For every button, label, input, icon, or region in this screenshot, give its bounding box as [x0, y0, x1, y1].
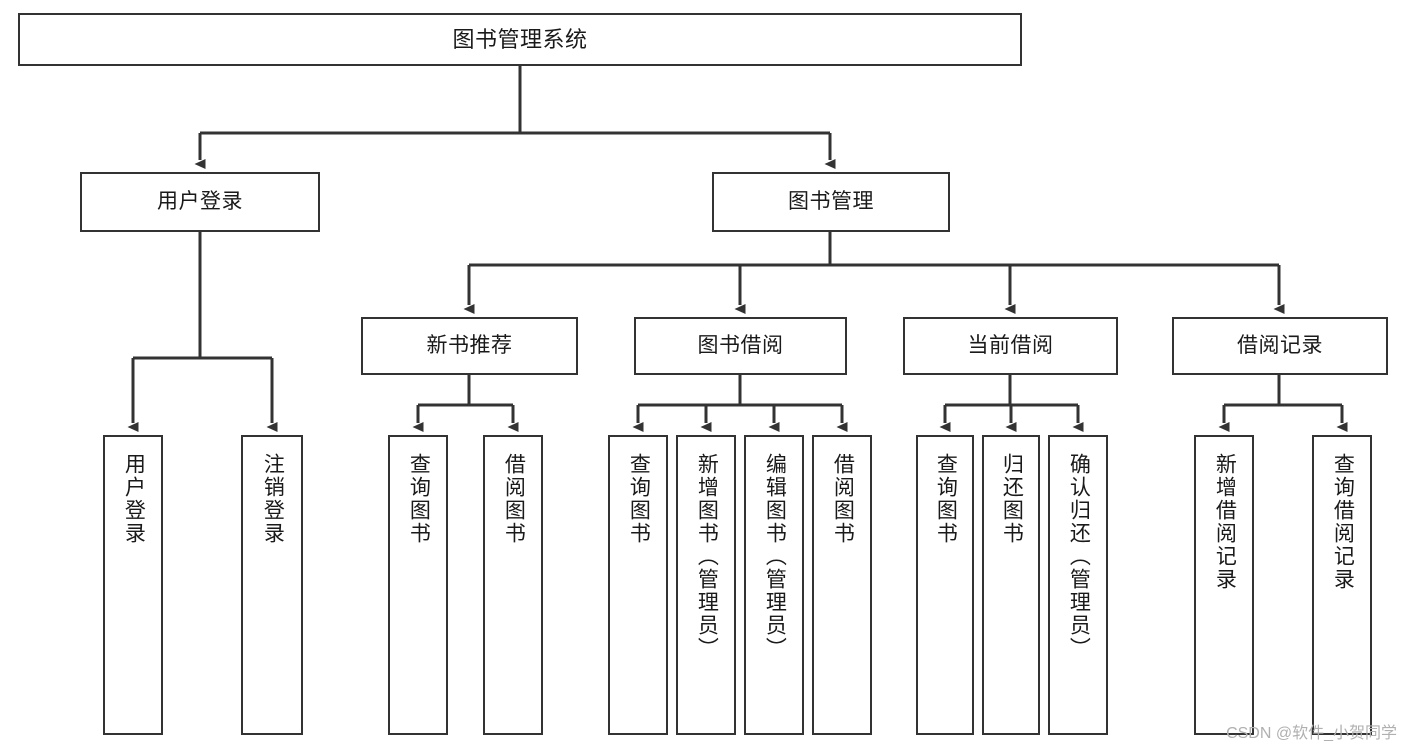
node-borrow-record[interactable]: 借阅记录: [1172, 317, 1388, 375]
node-root[interactable]: 图书管理系统: [18, 13, 1022, 66]
leaf-add-borrow-record-label: 新增借阅记录: [1213, 453, 1237, 591]
node-user-login-label: 用户登录: [157, 189, 243, 213]
node-current-borrow[interactable]: 当前借阅: [903, 317, 1118, 375]
node-root-label: 图书管理系统: [452, 26, 588, 52]
leaf-return-book-label: 归还图书: [1000, 453, 1024, 545]
leaf-confirm-return-label: 确认归还（管理员）: [1067, 453, 1091, 660]
leaf-borrow-book-2[interactable]: 借阅图书: [812, 435, 872, 735]
node-user-login[interactable]: 用户登录: [80, 172, 320, 232]
node-borrow-record-label: 借阅记录: [1237, 333, 1323, 357]
leaf-add-book-label: 新增图书（管理员）: [695, 453, 719, 660]
leaf-borrow-book-1[interactable]: 借阅图书: [483, 435, 543, 735]
leaf-user-logout[interactable]: 注销登录: [241, 435, 303, 735]
leaf-user-logout-label: 注销登录: [261, 453, 285, 545]
node-book-manage-label: 图书管理: [788, 189, 874, 213]
leaf-query-book-3[interactable]: 查询图书: [916, 435, 974, 735]
leaf-user-login[interactable]: 用户登录: [103, 435, 163, 735]
leaf-add-book[interactable]: 新增图书（管理员）: [676, 435, 736, 735]
node-new-book-recommend-label: 新书推荐: [426, 333, 513, 357]
leaf-query-borrow-record[interactable]: 查询借阅记录: [1312, 435, 1372, 735]
leaf-query-book-2[interactable]: 查询图书: [608, 435, 668, 735]
node-new-book-recommend[interactable]: 新书推荐: [361, 317, 578, 375]
leaf-edit-book-label: 编辑图书（管理员）: [763, 453, 787, 660]
leaf-add-borrow-record[interactable]: 新增借阅记录: [1194, 435, 1254, 735]
leaf-return-book[interactable]: 归还图书: [982, 435, 1040, 735]
csdn-watermark: CSDN @软件_小贺同学: [1226, 725, 1397, 742]
leaf-query-book-1[interactable]: 查询图书: [388, 435, 448, 735]
leaf-borrow-book-1-label: 借阅图书: [502, 453, 526, 545]
node-book-borrow[interactable]: 图书借阅: [634, 317, 847, 375]
node-book-manage[interactable]: 图书管理: [712, 172, 950, 232]
leaf-query-book-2-label: 查询图书: [627, 453, 651, 545]
leaf-borrow-book-2-label: 借阅图书: [831, 453, 855, 545]
leaf-confirm-return[interactable]: 确认归还（管理员）: [1048, 435, 1108, 735]
leaf-user-login-label: 用户登录: [122, 453, 146, 545]
leaf-query-borrow-record-label: 查询借阅记录: [1331, 453, 1355, 591]
node-book-borrow-label: 图书借阅: [697, 333, 784, 357]
leaf-edit-book[interactable]: 编辑图书（管理员）: [744, 435, 804, 735]
node-current-borrow-label: 当前借阅: [967, 333, 1054, 357]
leaf-query-book-3-label: 查询图书: [934, 453, 958, 545]
leaf-query-book-1-label: 查询图书: [407, 453, 431, 545]
